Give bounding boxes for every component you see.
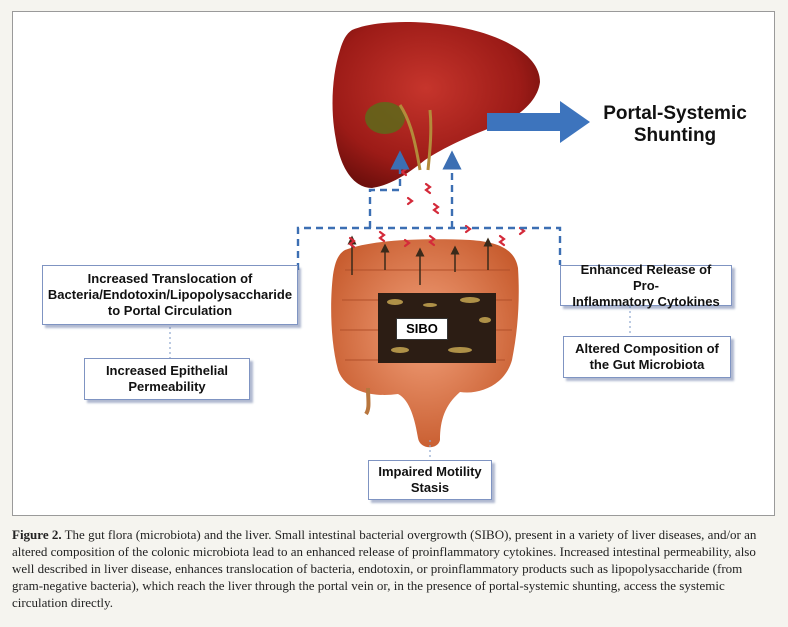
caption-text: The gut flora (microbiota) and the liver…	[12, 527, 757, 610]
figure-caption: Figure 2. The gut flora (microbiota) and…	[12, 526, 776, 611]
box-enhanced-release-cytokines: Enhanced Release of Pro- Inflammatory Cy…	[560, 262, 732, 309]
box-increased-translocation: Increased Translocation of Bacteria/Endo…	[42, 265, 298, 325]
intestine-illustration	[331, 239, 519, 448]
box-impaired-motility-stasis: Impaired Motility Stasis	[368, 460, 492, 500]
connector-lines	[296, 150, 562, 270]
sibo-label: SIBO	[396, 318, 448, 340]
box-altered-composition-microbiota: Altered Composition of the Gut Microbiot…	[563, 336, 731, 378]
box-increased-epithelial-permeability: Increased Epithelial Permeability	[84, 358, 250, 400]
shunt-arrow	[487, 101, 590, 143]
liver-illustration	[332, 21, 540, 188]
portal-vein	[426, 109, 433, 171]
bile-duct	[398, 104, 422, 171]
gallbladder	[365, 102, 405, 134]
caption-label: Figure 2.	[12, 527, 62, 542]
liver-lobe	[332, 21, 540, 188]
